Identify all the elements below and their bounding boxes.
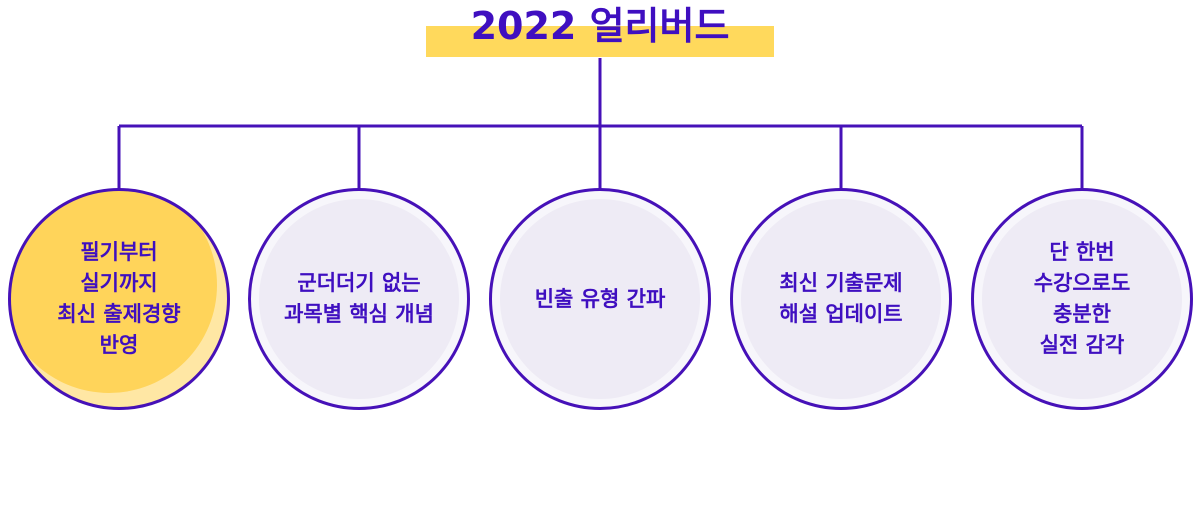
feature-line: 충분한 xyxy=(1053,302,1111,326)
feature-line: 빈출 유형 간파 xyxy=(534,286,666,311)
diagram-title: 2022 얼리버드 xyxy=(470,4,730,48)
feature-circle-3: 빈출 유형 간파 xyxy=(489,188,711,410)
feature-circle-text: 빈출 유형 간파 xyxy=(535,284,666,315)
feature-circle-5: 단 한번 수강으로도 충분한 실전 감각 xyxy=(971,188,1193,410)
title-block: 2022 얼리버드 xyxy=(426,0,774,58)
feature-circle-text: 단 한번 수강으로도 충분한 실전 감각 xyxy=(1034,237,1131,361)
feature-line: 단 한번 xyxy=(1049,240,1115,264)
title-highlight-bar xyxy=(426,26,774,57)
feature-line: 해설 업데이트 xyxy=(779,302,903,326)
feature-circle-2: 군더더기 없는 과목별 핵심 개념 xyxy=(248,188,470,410)
feature-line: 수강으로도 xyxy=(1033,271,1131,295)
feature-circle-text: 필기부터 실기까지 최신 출제경향 반영 xyxy=(57,237,180,361)
feature-circle-text: 군더더기 없는 과목별 핵심 개념 xyxy=(284,268,434,330)
feature-line: 실기까지 xyxy=(80,271,158,295)
feature-circle-4: 최신 기출문제 해설 업데이트 xyxy=(730,188,952,410)
feature-line: 최신 기출문제 xyxy=(779,271,903,295)
feature-line: 반영 xyxy=(99,333,139,357)
feature-line: 군더더기 없는 xyxy=(297,271,421,295)
feature-line: 과목별 핵심 개념 xyxy=(284,302,434,326)
feature-line: 최신 출제경향 xyxy=(57,302,181,326)
feature-line: 실전 감각 xyxy=(1039,333,1125,357)
feature-circle-1: 필기부터 실기까지 최신 출제경향 반영 xyxy=(8,188,230,410)
feature-line: 필기부터 xyxy=(80,240,158,264)
feature-circle-text: 최신 기출문제 해설 업데이트 xyxy=(779,268,902,330)
